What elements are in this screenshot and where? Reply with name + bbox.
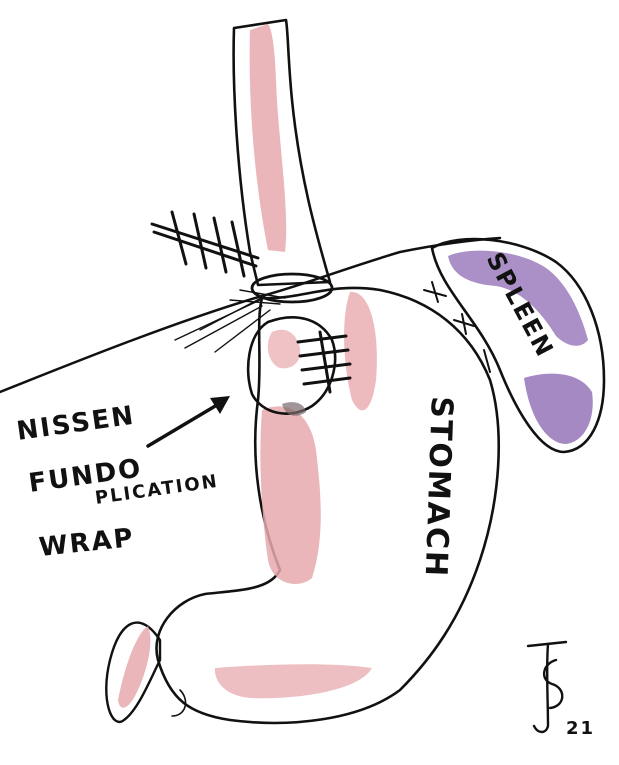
wrap-sutures (298, 332, 350, 392)
esophagus-mucosa (250, 24, 287, 252)
crural-sutures (152, 212, 258, 276)
label-nissen: NISSEN (15, 401, 137, 447)
duodenum (106, 623, 185, 722)
artist-signature (528, 642, 566, 732)
stomach-mucosa-greater-curve (215, 664, 372, 698)
stomach-mucosa-fundus (344, 292, 377, 410)
stomach-mucosa-lesser-curve (260, 406, 320, 584)
esophagus (234, 20, 330, 285)
signature-year: 21 (566, 718, 595, 739)
label-wrap: WRAP (38, 523, 137, 563)
diaphragm-line (0, 238, 500, 392)
pointer-arrow (148, 396, 230, 446)
label-stomach: STOMACH (418, 396, 459, 579)
